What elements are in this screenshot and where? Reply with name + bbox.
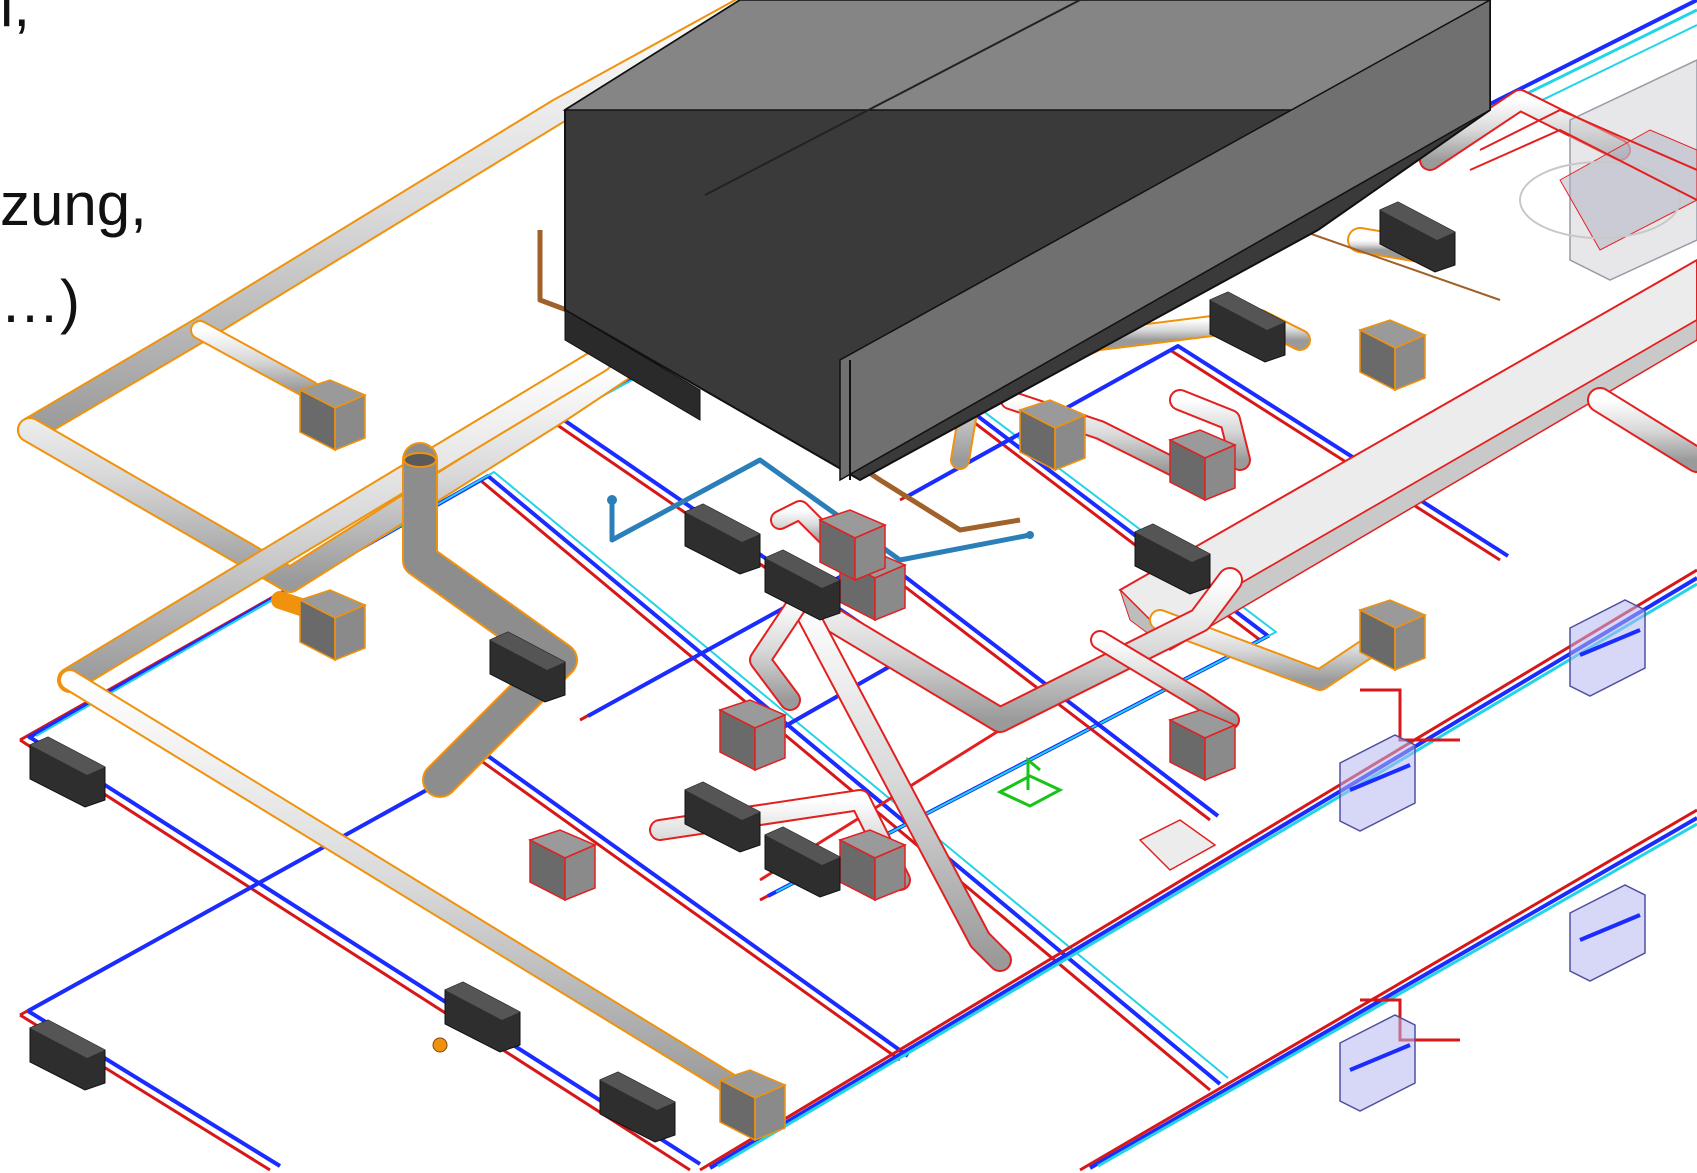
caption-fragment-middle: zung, — [0, 171, 147, 238]
fan-coil-unit-icon — [29, 201, 1456, 1143]
main-riser-pipe-right — [699, 568, 1697, 1172]
supply-air-trunk-duct — [759, 258, 1697, 882]
heating-pipe-loop-left — [19, 471, 1229, 1172]
caption-fragment-top: l, — [0, 0, 30, 39]
caption-fragment-bottom: …) — [0, 268, 80, 335]
air-outlet-box-icon — [298, 319, 1427, 1142]
domestic-water-pipe — [607, 457, 1034, 563]
exhaust-duct-riser — [402, 442, 578, 798]
floor-drain-icon — [996, 756, 1064, 808]
fire-damper-icon — [1339, 599, 1646, 1112]
air-handling-unit-icon — [562, 0, 1492, 482]
plant-room-equipment — [1469, 59, 1697, 281]
pipe-valve-icon — [432, 1037, 448, 1053]
